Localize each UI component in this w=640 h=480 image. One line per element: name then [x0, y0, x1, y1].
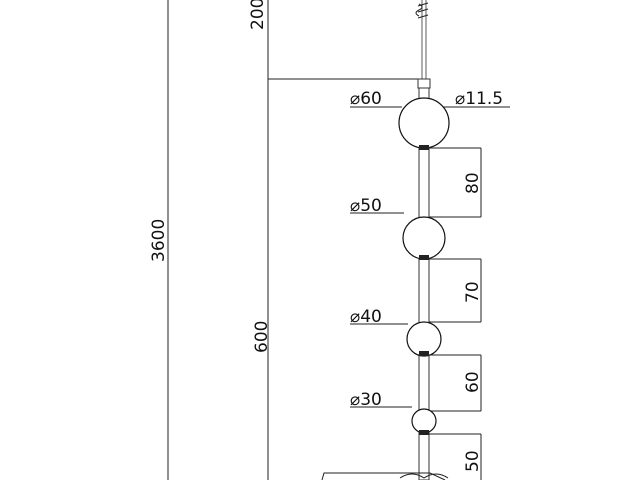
- overall-height-label: 3600: [149, 219, 169, 262]
- globe-30: [411, 408, 437, 435]
- rod-length-label: 600: [252, 321, 272, 353]
- cable-drop-label: 2000: [248, 0, 268, 30]
- spacing-80-label: 80: [463, 172, 483, 194]
- globe-50: [402, 216, 446, 260]
- globe-60-label: ⌀60: [350, 89, 382, 109]
- bottom-fixture: [321, 472, 449, 480]
- globe-50-label: ⌀50: [350, 196, 382, 216]
- rod-top-cap: [417, 78, 431, 89]
- globe-60: [398, 97, 450, 150]
- rod-diameter-label: ⌀11.5: [455, 89, 503, 109]
- globe-40: [406, 321, 442, 357]
- suspension-cable: [415, 0, 429, 79]
- spacing-70-label: 70: [463, 281, 483, 303]
- globe-30-label: ⌀30: [350, 390, 382, 410]
- globe-40-label: ⌀40: [350, 307, 382, 327]
- spacing-60-label: 60: [463, 371, 483, 393]
- spacing-50-label: 50: [463, 450, 483, 472]
